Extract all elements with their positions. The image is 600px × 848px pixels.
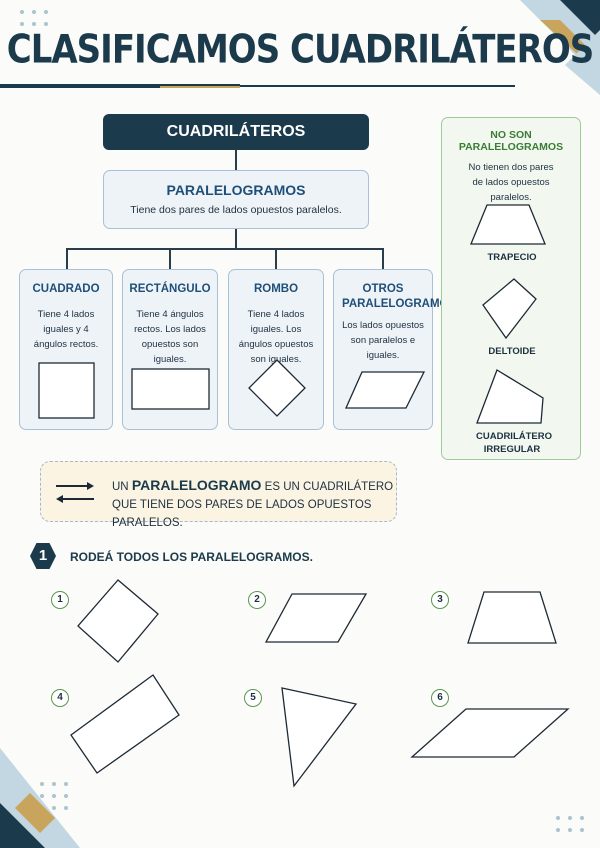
rhombus-shape [248,359,306,417]
rectangle-shape [131,368,210,410]
decorative-dots-top-left [20,10,48,26]
parallel-arrows-icon [56,482,94,503]
category-title: ROMBO [253,283,299,295]
exercise-item-number: 2 [248,591,266,609]
exercise-item-number: 4 [51,689,69,707]
decorative-dots-bottom-right [556,816,584,832]
non-parallelograms-panel: NO SON PARALELOGRAMOS No tienen dos pare… [441,117,581,460]
square-shape [38,362,95,419]
non-parallelograms-desc: No tienen dos pares de lados opuestos pa… [468,162,554,203]
exercise-shape-5-irregular[interactable] [280,686,358,788]
exercise-shape-2-parallelogram[interactable] [264,592,368,644]
category-card-otros: OTROS PARALELOGRAMOS Los lados opuestos … [333,269,457,430]
exercise-item-number: 5 [244,689,262,707]
exercise-shape-3-trapezoid[interactable] [466,590,558,646]
title-underline-gold [160,86,240,88]
exercise-item-number: 1 [51,591,69,609]
category-card-rombo: ROMBO Tiene 4 lados iguales. Los ángulos… [228,269,324,430]
title-underline-dark [0,84,240,88]
parallelograms-node: PARALELOGRAMOS Tiene dos pares de lados … [103,170,369,229]
exercise-shape-4-rectangle[interactable] [69,673,181,775]
exercise-instruction: RODEÁ TODOS LOS PARALELOGRAMOS. [70,550,313,564]
connector-drop-1 [66,248,68,269]
exercise-item-number: 6 [431,689,449,707]
root-node-cuadrilateros: CUADRILÁTEROS [103,114,369,150]
category-desc: Tiene 4 lados iguales y 4 ángulos rectos… [33,309,99,350]
non-parallelograms-title: NO SON PARALELOGRAMOS [458,129,564,153]
note-line2: QUE TIENE DOS PARES DE LADOS OPUESTOS PA… [112,499,372,529]
category-title: RECTÁNGULO [129,283,211,295]
label-cuadrilatero-irregular: CUADRILÁTERO IRREGULAR [476,431,552,455]
title-underline-light [240,85,515,87]
category-card-cuadrado: CUADRADO Tiene 4 lados iguales y 4 ángul… [19,269,113,430]
connector-branch [235,229,237,249]
kite-shape [482,278,537,340]
definition-note: UN PARALELOGRAMO ES UN CUADRILÁTERO QUE … [40,461,397,529]
category-desc: Tiene 4 lados iguales. Los ángulos opues… [238,309,314,365]
definition-text: UN PARALELOGRAMO ES UN CUADRILÁTERO QUE … [112,476,396,532]
parallelograms-desc: Tiene dos pares de lados opuestos parale… [130,204,342,216]
page-title: CLASIFICAMOS CUADRILÁTEROS [6,27,594,73]
note-post: ES UN CUADRILÁTERO [264,481,394,493]
connector-drop-2 [169,248,171,269]
connector-root [235,150,237,170]
decorative-corner-top-right [520,0,600,95]
category-desc: Tiene 4 ángulos rectos. Los lados opuest… [134,309,206,365]
note-pre: UN [112,481,129,493]
category-card-rectangulo: RECTÁNGULO Tiene 4 ángulos rectos. Los l… [122,269,218,430]
note-bold: PARALELOGRAMO [131,477,262,493]
category-title: OTROS PARALELOGRAMOS [342,283,457,310]
parallelograms-title: PARALELOGRAMOS [166,182,306,198]
decorative-corner-bottom-left [0,748,80,848]
trapezoid-shape [470,204,546,245]
label-trapecio: TRAPECIO [487,252,537,263]
exercise-number-badge: 1 [30,543,56,569]
exercise-item-number: 3 [431,591,449,609]
parallelogram-shape [344,371,426,409]
connector-drop-4 [382,248,384,269]
irregular-quadrilateral-shape [476,369,544,424]
label-deltoide: DELTOIDE [488,346,536,357]
connector-drop-3 [275,248,277,269]
category-title: CUADRADO [32,283,100,295]
category-desc: Los lados opuestos son paralelos e igual… [342,320,424,361]
exercise-shape-6-parallelogram[interactable] [410,707,570,759]
connector-horizontal [66,248,384,250]
exercise-shape-1-rhombus[interactable] [76,578,162,664]
